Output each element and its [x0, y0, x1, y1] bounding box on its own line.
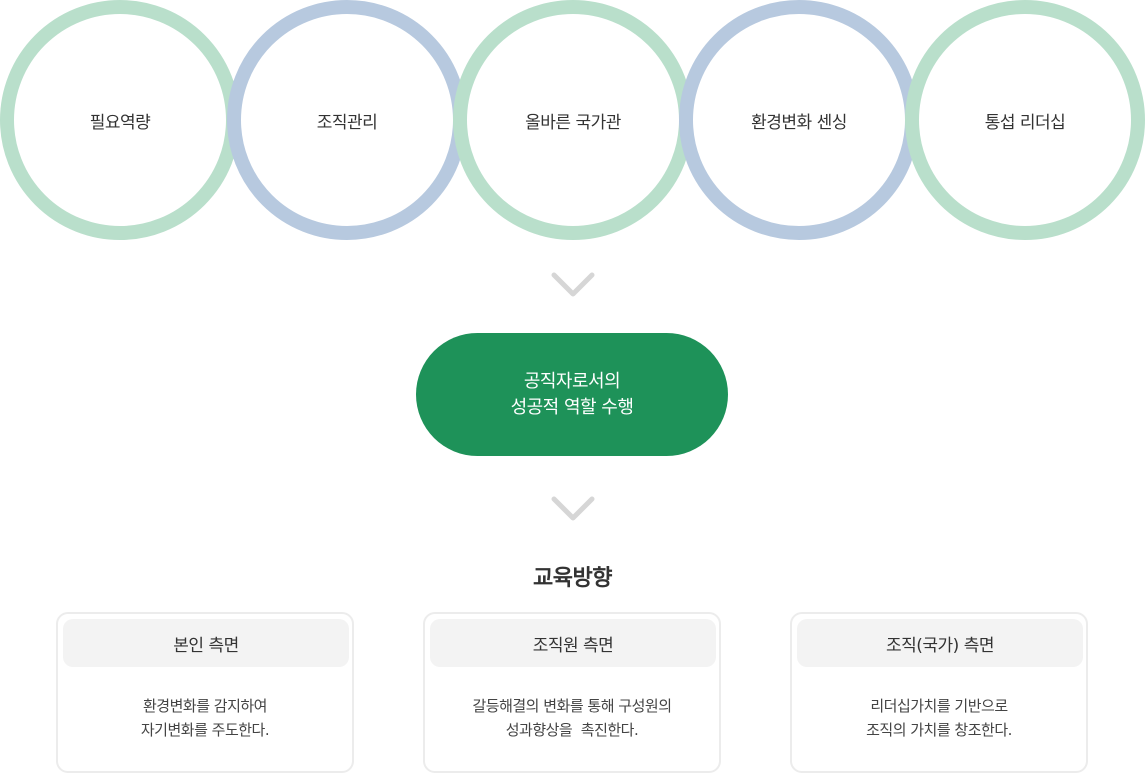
card-description: 환경변화를 감지하여 자기변화를 주도한다.	[58, 694, 352, 742]
competency-label: 필요역량	[89, 112, 151, 133]
direction-card-organization: 조직(국가) 측면 리더십가치를 기반으로 조직의 가치를 창조한다.	[790, 612, 1088, 773]
direction-card-member: 조직원 측면 갈등해결의 변화를 통해 구성원의 성과향상을 촉진한다.	[423, 612, 721, 773]
card-description: 갈등해결의 변화를 통해 구성원의 성과향상을 촉진한다.	[425, 694, 719, 742]
section-heading: 교육방향	[533, 566, 612, 591]
competency-label: 조직관리	[316, 112, 378, 133]
direction-card-self: 본인 측면 환경변화를 감지하여 자기변화를 주도한다.	[56, 612, 354, 773]
card-title: 조직원 측면	[430, 619, 716, 667]
card-line: 환경변화를 감지하여	[143, 697, 267, 715]
card-line: 조직의 가치를 창조한다.	[866, 721, 1012, 739]
competency-circle-required: 필요역량	[0, 0, 240, 240]
card-line: 갈등해결의 변화를 통해 구성원의	[472, 697, 672, 715]
card-line: 리더십가치를 기반으로	[870, 697, 1008, 715]
competency-circle-environment: 환경변화 센싱	[679, 0, 919, 240]
competency-label: 통섭 리더십	[984, 112, 1066, 133]
card-title: 조직(국가) 측면	[797, 619, 1083, 667]
card-line: 성과향상을 촉진한다.	[505, 721, 639, 739]
competency-circle-leadership: 통섭 리더십	[905, 0, 1145, 240]
card-description: 리더십가치를 기반으로 조직의 가치를 창조한다.	[792, 694, 1086, 742]
goal-line-1: 공직자로서의	[523, 370, 621, 392]
goal-line-2: 성공적 역할 수행	[510, 396, 634, 418]
competency-label: 올바른 국가관	[525, 112, 621, 133]
goal-pill: 공직자로서의 성공적 역할 수행	[416, 333, 728, 456]
competency-circle-national-view: 올바른 국가관	[453, 0, 693, 240]
chevron-down-icon	[551, 272, 595, 297]
card-title: 본인 측면	[63, 619, 349, 667]
chevron-down-icon	[551, 496, 595, 521]
competency-label: 환경변화 센싱	[751, 112, 847, 133]
card-line: 자기변화를 주도한다.	[140, 721, 270, 739]
competency-circle-organization: 조직관리	[227, 0, 467, 240]
